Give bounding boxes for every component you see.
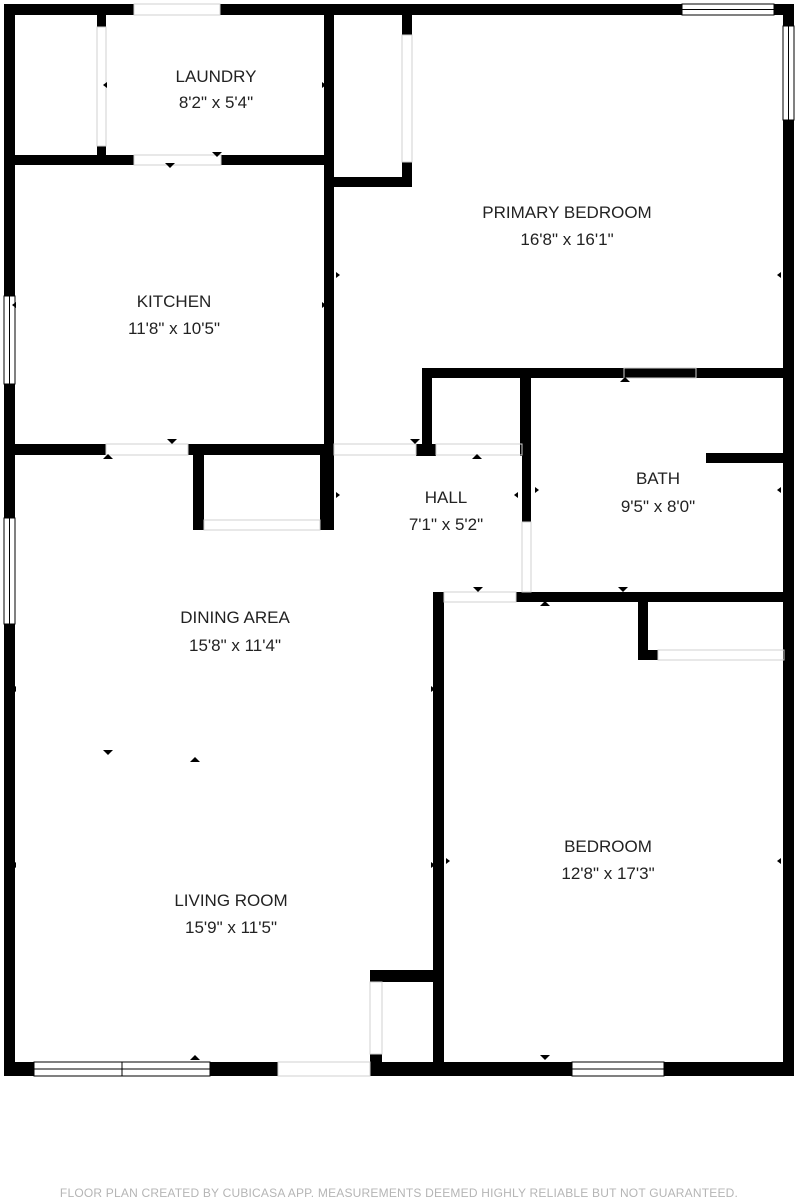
wall-top-middle [220, 4, 682, 15]
wall-bottom-mid-right [370, 1062, 572, 1076]
room-dims-kitchen: 11'8" x 10'5" [128, 319, 220, 338]
wall-bedroom-left [433, 592, 444, 1072]
wall-bottom-mid-left [210, 1062, 278, 1076]
wall-closet-side [402, 162, 412, 187]
wall-cabinet-left [193, 444, 204, 530]
wall-hall-right [522, 444, 531, 522]
room-name-kitchen: KITCHEN [137, 292, 212, 311]
wall-bottom-right [664, 1062, 794, 1076]
room-dims-living-room: 15'9" x 11'5" [185, 918, 277, 937]
wall-laundry-bottom-right [221, 155, 331, 165]
dimension-marks [12, 82, 781, 1060]
wall-left-upper [4, 4, 15, 296]
room-dims-hall: 7'1" x 5'2" [409, 515, 483, 534]
wall-laundry-stub-top [97, 15, 106, 27]
wall-kitchen-bottom-left [4, 444, 106, 455]
walls [4, 4, 794, 1076]
room-labels: LAUNDRY 8'2" x 5'4" PRIMARY BEDROOM 16'8… [128, 67, 695, 937]
room-name-primary-bedroom: PRIMARY BEDROOM [482, 203, 651, 222]
wall-hall-closet-bottom [416, 444, 436, 456]
room-name-hall: HALL [425, 488, 468, 507]
wall-laundry-stub-bottom [97, 146, 106, 160]
wall-top-left [4, 4, 134, 15]
room-dims-primary-bedroom: 16'8" x 16'1" [520, 230, 613, 249]
wall-closet-bottom [334, 177, 412, 187]
room-name-living-room: LIVING ROOM [174, 891, 287, 910]
wall-left-lower [4, 624, 15, 1076]
room-name-bedroom: BEDROOM [564, 837, 652, 856]
floor-plan-disclaimer: FLOOR PLAN CREATED BY CUBICASA APP. MEAS… [59, 1186, 739, 1200]
wall-bedroom-closet-left [638, 592, 648, 660]
wall-laundry-bottom-left [4, 155, 134, 165]
wall-laundry-kitchen-divider [324, 4, 334, 456]
wall-living-closet-top [370, 970, 440, 982]
wall-closet-top-stub [402, 15, 412, 35]
wall-kitchen-bottom-mid [188, 444, 334, 455]
wall-living-closet-stub [370, 1054, 382, 1074]
room-dims-laundry: 8'2" x 5'4" [179, 93, 253, 112]
windows [3, 3, 795, 1077]
room-name-bath: BATH [636, 469, 680, 488]
wall-hall-top [422, 368, 784, 378]
wall-hall-closet-right [520, 368, 531, 456]
wall-hall-closet-left [422, 368, 432, 456]
room-dims-dining-area: 15'8" x 11'4" [189, 636, 281, 655]
room-name-laundry: LAUNDRY [176, 67, 257, 86]
wall-bath-bottom [516, 592, 794, 602]
room-dims-bedroom: 12'8" x 17'3" [561, 864, 654, 883]
wall-cabinet-right [320, 444, 334, 530]
wall-bath-shelf [706, 453, 784, 463]
wall-right-top [783, 4, 794, 26]
room-dims-bath: 9'5" x 8'0" [621, 497, 695, 516]
wall-bottom-left [4, 1062, 34, 1076]
room-name-dining-area: DINING AREA [180, 608, 290, 627]
wall-bedroom-closet-bottom [638, 650, 658, 660]
